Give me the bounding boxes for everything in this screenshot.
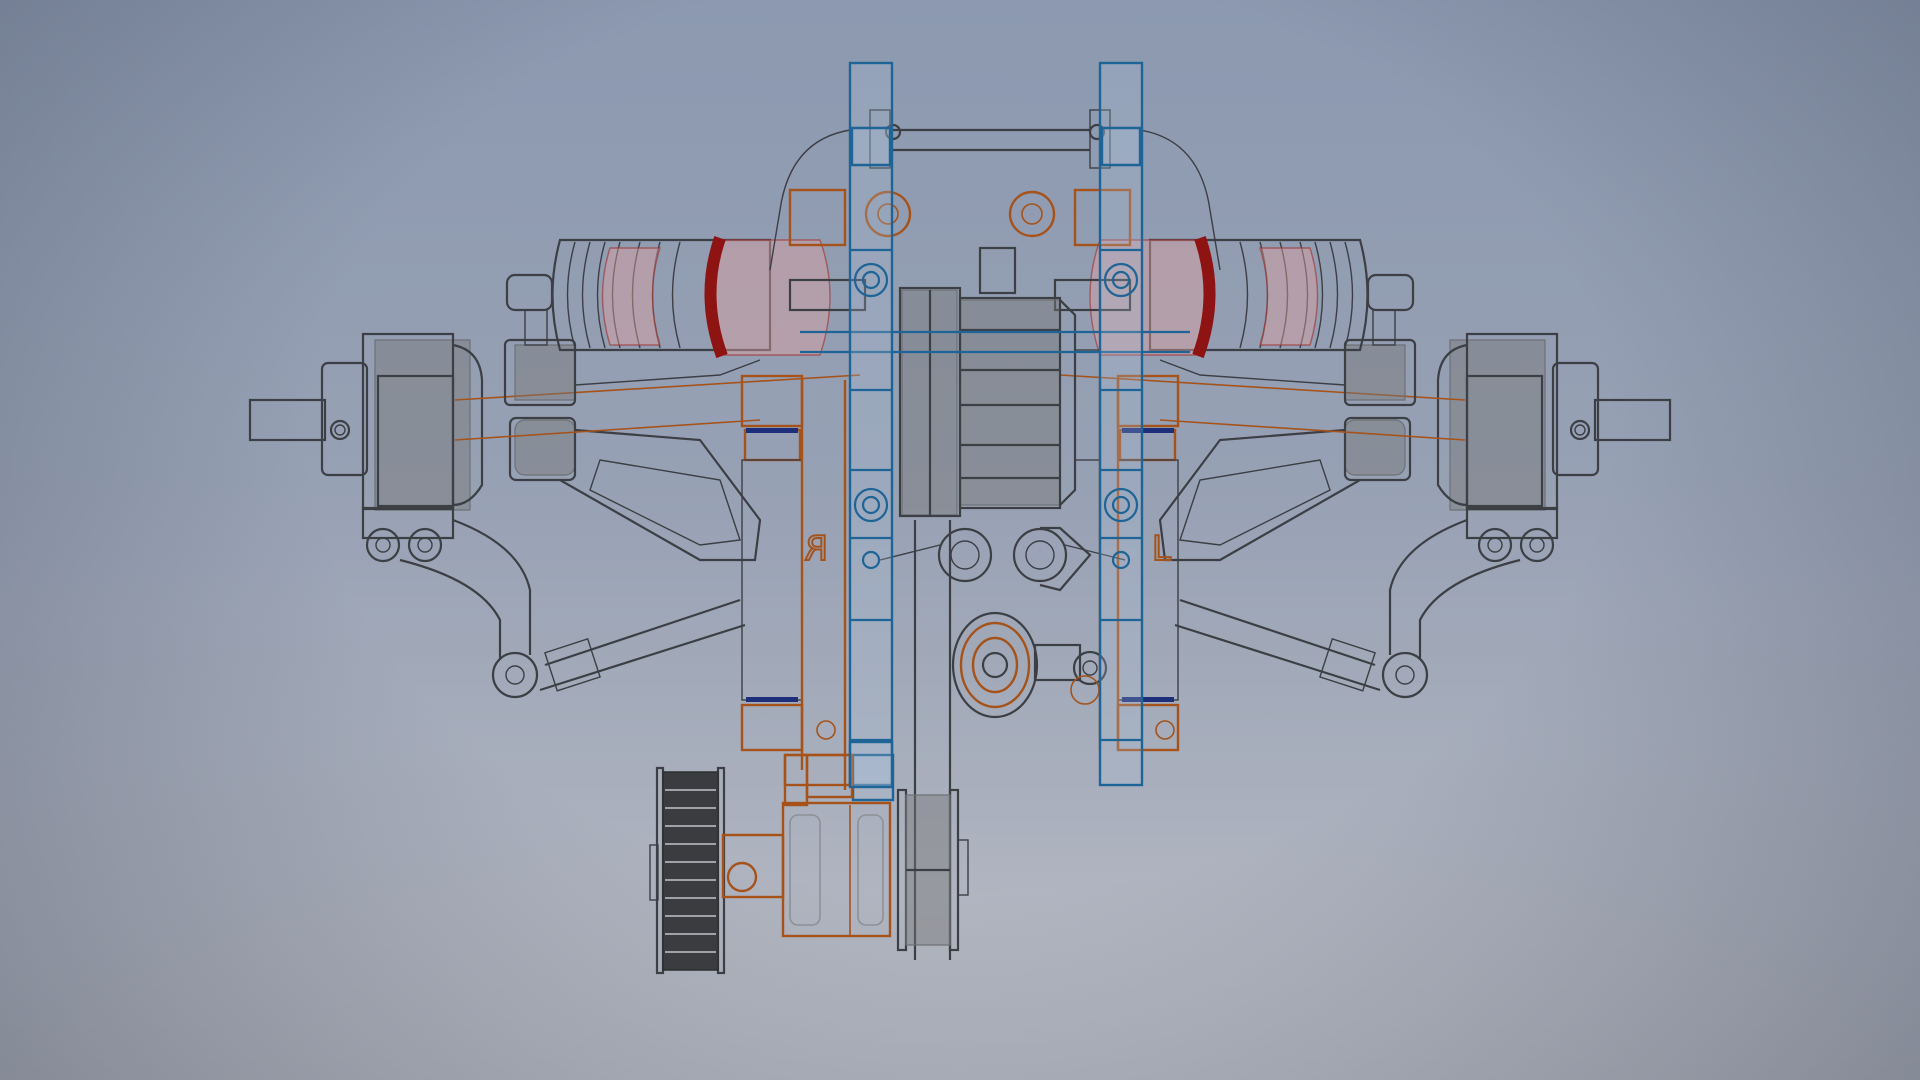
lower-arm-left[interactable] xyxy=(508,416,762,692)
upper-links xyxy=(454,338,1466,441)
shock-tower-post-right[interactable] xyxy=(1098,61,1144,787)
steering-bellcrank[interactable] xyxy=(879,520,1126,960)
drive-pulley[interactable] xyxy=(649,766,726,975)
differential[interactable] xyxy=(800,246,1190,518)
side-mark-l: L xyxy=(1152,529,1171,569)
hub-carrier-right[interactable] xyxy=(1381,332,1672,699)
shock-left[interactable] xyxy=(505,236,867,359)
shock-tower-post-left[interactable] xyxy=(848,61,895,802)
lower-arm-right[interactable] xyxy=(1158,416,1412,692)
side-mark-r: R xyxy=(804,529,828,569)
gearbox-housing[interactable] xyxy=(721,740,894,938)
belt-pulley-center[interactable] xyxy=(896,788,969,952)
bulkhead-left[interactable]: R xyxy=(740,188,912,790)
hub-carrier-left[interactable] xyxy=(248,332,539,699)
